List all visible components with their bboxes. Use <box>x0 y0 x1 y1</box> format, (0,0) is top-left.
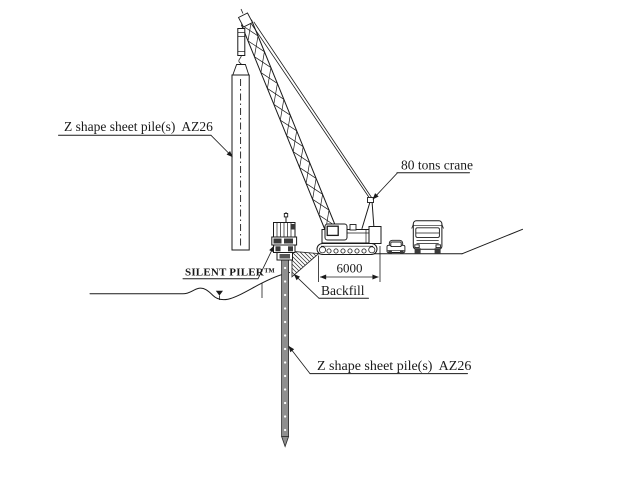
label-piler: SILENT PILER™ <box>182 245 275 280</box>
crane-cab <box>324 223 348 241</box>
piler-text: SILENT PILER™ <box>185 267 275 279</box>
dimension-6000: 6000 <box>318 246 381 282</box>
crane-boom <box>237 8 336 232</box>
hook-icon <box>238 55 242 65</box>
label-backfill: Backfill <box>293 274 369 299</box>
label-suspended-pile: Z shape sheet pile(s) AZ26 <box>58 119 233 158</box>
original-ground-line <box>89 272 290 301</box>
crane-text: 80 tons crane <box>401 158 473 173</box>
hook-block <box>232 28 250 76</box>
backfill-wedge <box>291 250 320 278</box>
water-level-icon <box>215 290 223 300</box>
backfill-text: Backfill <box>321 283 365 298</box>
crawler-crane <box>232 8 382 255</box>
crane-body <box>321 223 382 244</box>
label-crane: 80 tons crane <box>372 158 473 200</box>
suspended-pile-text: Z shape sheet pile(s) AZ26 <box>64 119 213 134</box>
driven-pile-text: Z shape sheet pile(s) AZ26 <box>317 359 471 374</box>
driven-sheet-pile <box>281 258 290 448</box>
lifting-cap <box>232 64 250 76</box>
pile-interlock-dots <box>283 266 287 432</box>
piler-ribs <box>276 222 292 237</box>
label-driven-pile: Z shape sheet pile(s) AZ26 <box>288 345 471 375</box>
crawler-track <box>316 243 378 255</box>
truck <box>411 220 444 254</box>
dimension-value: 6000 <box>337 261 363 276</box>
car <box>386 239 406 254</box>
suspended-sheet-pile <box>231 74 250 251</box>
boom-head <box>237 12 254 28</box>
silent-piler-machine <box>271 212 298 261</box>
gantry-mast <box>361 197 375 229</box>
counterweight <box>368 226 382 244</box>
slope-line <box>461 228 523 255</box>
pendant-cables <box>251 21 373 201</box>
annotations: Z shape sheet pile(s) AZ26 80 tons crane… <box>58 119 473 375</box>
